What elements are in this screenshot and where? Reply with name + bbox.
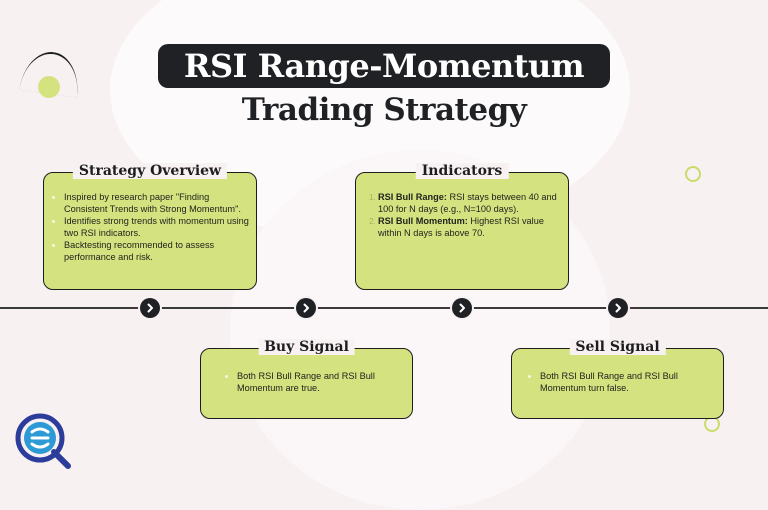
list-item: Backtesting recommended to assess perfor…: [64, 239, 250, 263]
title-line-2: Trading Strategy: [241, 92, 527, 128]
strategy-overview-card: Strategy Overview Inspired by research p…: [43, 163, 257, 290]
list-item: Both RSI Bull Range and RSI Bull Momentu…: [237, 370, 404, 394]
buy-signal-card: Buy Signal Both RSI Bull Range and RSI B…: [200, 339, 413, 419]
indicator-text: RSI stays between 40 and 100 for N days …: [378, 192, 557, 214]
list-item: Identifies strong trends with momentum u…: [64, 215, 250, 239]
indicators-heading: Indicators: [415, 163, 509, 179]
chevron-right-icon: [296, 298, 316, 318]
search-magnifier-icon: [12, 410, 72, 470]
list-item: Both RSI Bull Range and RSI Bull Momentu…: [540, 370, 715, 394]
list-item: Inspired by research paper "Finding Cons…: [64, 191, 250, 215]
sell-signal-heading: Sell Signal: [569, 339, 666, 355]
chevron-right-icon: [608, 298, 628, 318]
decorative-dot: [38, 76, 60, 98]
decorative-ring: [685, 166, 701, 182]
indicator-text: Highest RSI value within N days is above…: [378, 216, 544, 238]
indicator-term: RSI Bull Range:: [378, 192, 447, 202]
list-item: RSI Bull Range: RSI stays between 40 and…: [378, 191, 564, 215]
strategy-overview-heading: Strategy Overview: [72, 163, 228, 179]
sell-signal-card: Sell Signal Both RSI Bull Range and RSI …: [511, 339, 724, 419]
chevron-right-icon: [452, 298, 472, 318]
buy-signal-heading: Buy Signal: [258, 339, 355, 355]
list-item: RSI Bull Momentum: Highest RSI value wit…: [378, 215, 564, 239]
timeline-line: [0, 307, 768, 309]
indicator-term: RSI Bull Momentum:: [378, 216, 468, 226]
chevron-right-icon: [140, 298, 160, 318]
title-line-1: RSI Range-Momentum: [158, 44, 610, 88]
indicators-card: Indicators RSI Bull Range: RSI stays bet…: [355, 163, 569, 290]
